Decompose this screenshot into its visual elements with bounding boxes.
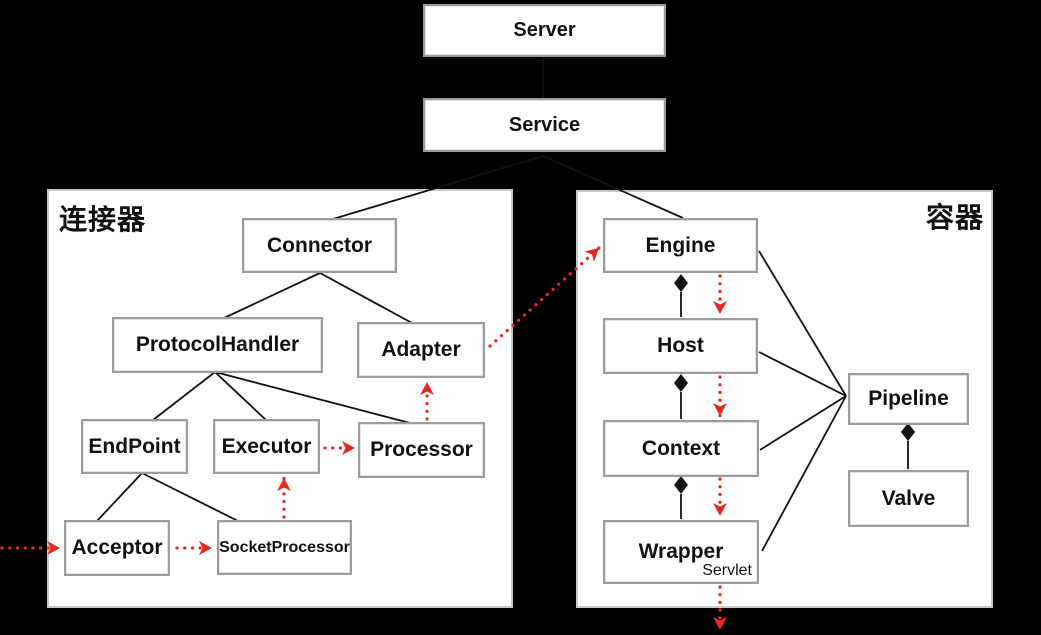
node-adapter: Adapter <box>357 322 485 378</box>
node-host: Host <box>603 318 758 374</box>
node-service: Service <box>423 98 666 152</box>
node-acceptor: Acceptor <box>64 520 170 576</box>
node-pipeline: Pipeline <box>848 373 969 425</box>
node-engine: Engine <box>603 218 758 273</box>
node-server: Server <box>423 4 666 57</box>
node-context: Context <box>603 420 759 477</box>
node-executor: Executor <box>213 419 320 474</box>
node-servlet-label: Servlet <box>702 562 752 579</box>
node-socket-processor: SocketProcessor <box>217 520 352 575</box>
node-protocol-handler: ProtocolHandler <box>112 317 323 373</box>
node-valve: Valve <box>848 470 969 527</box>
node-endpoint: EndPoint <box>81 419 188 474</box>
node-connector: Connector <box>242 218 397 273</box>
node-wrapper-label: Wrapper <box>638 540 724 563</box>
container-section-label: 容器 <box>926 202 985 233</box>
connector-section-label: 连接器 <box>59 204 147 235</box>
node-wrapper: Wrapper Servlet <box>603 520 759 584</box>
node-processor: Processor <box>358 422 485 478</box>
